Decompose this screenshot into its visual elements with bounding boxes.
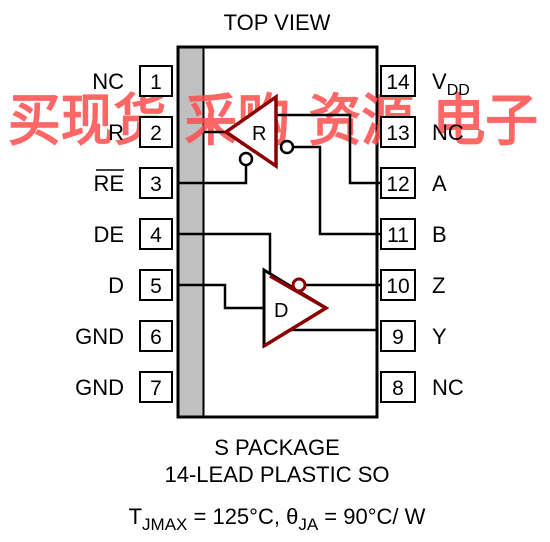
svg-text:NC: NC	[432, 120, 464, 145]
svg-text:RE: RE	[93, 171, 124, 196]
left-pin-2: 2 R	[108, 116, 173, 148]
svg-text:8: 8	[392, 377, 404, 400]
package-caption-1: S PACKAGE	[214, 435, 340, 460]
pin1-stripe	[179, 48, 204, 416]
driver-gate: D	[262, 267, 330, 349]
svg-text:11: 11	[387, 224, 409, 247]
svg-text:R: R	[108, 120, 124, 145]
left-pin-1: 1 NC	[92, 65, 173, 97]
svg-text:13: 13	[386, 122, 409, 145]
wire-d	[178, 283, 264, 310]
svg-text:R: R	[252, 123, 266, 145]
svg-text:D: D	[274, 300, 288, 322]
svg-text:NC: NC	[92, 69, 124, 94]
svg-text:10: 10	[386, 275, 409, 298]
right-pin-11: 11 B	[380, 218, 447, 250]
svg-text:VDD: VDD	[432, 69, 470, 99]
svg-text:A: A	[432, 171, 447, 196]
svg-text:5: 5	[150, 275, 162, 298]
right-pin-13: 13 NC	[380, 116, 464, 148]
driver-invert-bubble	[291, 277, 307, 293]
svg-text:14: 14	[386, 71, 410, 94]
right-pin-9: 9 Y	[380, 320, 447, 352]
left-pin-5: 5 D	[108, 269, 173, 301]
package-caption-2: 14-LEAD PLASTIC SO	[165, 462, 390, 487]
left-pin-7: 7 GND	[75, 371, 173, 403]
wire-de	[178, 232, 272, 276]
wire-re	[178, 166, 248, 185]
diagram-title: TOP VIEW	[224, 10, 331, 35]
right-pin-14: 14 VDD	[380, 65, 470, 99]
svg-text:GND: GND	[75, 324, 124, 349]
wire-b	[294, 145, 381, 236]
svg-text:Z: Z	[432, 273, 445, 298]
svg-text:12: 12	[386, 173, 409, 196]
right-pin-8: 8 NC	[380, 371, 464, 403]
svg-text:4: 4	[150, 224, 162, 247]
right-pin-10: 10 Z	[380, 269, 445, 301]
svg-text:NC: NC	[432, 375, 464, 400]
receiver-invert-bubble	[279, 139, 295, 155]
receiver-gate: R	[222, 93, 295, 170]
wire-a	[276, 113, 381, 185]
right-pin-12: 12 A	[380, 167, 447, 199]
receiver-enable-bubble	[238, 151, 254, 167]
svg-text:Y: Y	[432, 324, 447, 349]
left-pin-4: 4 DE	[93, 218, 173, 250]
svg-text:6: 6	[150, 326, 162, 349]
svg-text:2: 2	[150, 122, 162, 145]
svg-text:9: 9	[392, 326, 404, 349]
left-pin-3: 3 RE	[93, 167, 173, 199]
svg-text:GND: GND	[75, 375, 124, 400]
thermal-spec: TJMAX = 125°C, θJA = 90°C/ W	[129, 504, 426, 534]
svg-text:1: 1	[150, 71, 162, 94]
wiring	[178, 113, 381, 332]
svg-text:7: 7	[150, 377, 162, 400]
svg-text:D: D	[108, 273, 124, 298]
svg-text:3: 3	[150, 173, 162, 196]
svg-text:B: B	[432, 222, 447, 247]
svg-text:DE: DE	[93, 222, 124, 247]
left-pin-6: 6 GND	[75, 320, 173, 352]
